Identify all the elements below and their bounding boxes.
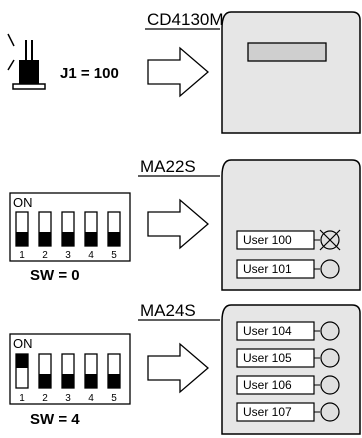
dip-lever-off — [39, 374, 51, 388]
led-icon — [320, 259, 340, 279]
dip-number: 5 — [111, 250, 117, 261]
dip-lever-off — [62, 374, 74, 388]
dip-number: 4 — [88, 250, 94, 261]
switch-setting-label: SW = 0 — [30, 267, 80, 284]
user-row: User 100 — [236, 229, 341, 251]
led-icon — [320, 375, 340, 395]
dip-lever-off — [85, 232, 97, 246]
user-row: User 107 — [236, 402, 340, 422]
user-row: User 106 — [236, 375, 340, 395]
dip-lever-off — [108, 232, 120, 246]
dip-lever-on — [16, 354, 28, 368]
dip-on-label: ON — [13, 195, 33, 210]
display-screen — [247, 42, 327, 62]
dip-switch-ma22s: ON 1 2 3 4 5 — [9, 192, 131, 262]
dip-number: 4 — [88, 393, 94, 404]
user-label: User 107 — [243, 405, 292, 419]
device-name-ma24s: MA24S — [140, 301, 196, 320]
user-label: User 100 — [243, 233, 292, 247]
dip-number: 2 — [42, 393, 48, 404]
user-label: User 106 — [243, 378, 292, 392]
dip-on-label: ON — [13, 336, 33, 351]
device-box-ma22s — [221, 159, 361, 291]
dip-number: 1 — [19, 250, 25, 261]
device-ma24s: MA24S ON 1 2 3 4 5 SW = 4 User 104 User … — [9, 301, 361, 435]
dip-number: 2 — [42, 250, 48, 261]
device-box-cd4130ma — [221, 11, 361, 134]
arrow-right-icon — [147, 198, 209, 250]
dip-switch-ma24s: ON 1 2 3 4 5 — [9, 333, 131, 405]
user-label: User 101 — [243, 262, 292, 276]
dip-lever-off — [85, 374, 97, 388]
jumper-icon — [7, 33, 46, 90]
led-icon — [320, 348, 340, 368]
switch-setting-label: SW = 4 — [30, 411, 80, 428]
led-icon — [320, 321, 340, 341]
user-label: User 105 — [243, 351, 292, 365]
user-row: User 101 — [236, 259, 340, 279]
arrow-right-icon — [147, 342, 209, 394]
device-ma22s: MA22S ON 1 2 3 4 5 SW = 0 User 100 — [9, 157, 361, 291]
dip-lever-off — [108, 374, 120, 388]
user-label: User 104 — [243, 324, 292, 338]
jumper-setting-label: J1 = 100 — [60, 65, 119, 82]
dip-number: 3 — [65, 250, 71, 261]
dip-lever-off — [39, 232, 51, 246]
device-cd4130ma: CD4130MA J1 = 100 — [7, 10, 361, 134]
device-name-cd4130ma: CD4130MA — [147, 10, 236, 29]
dip-number: 1 — [19, 393, 25, 404]
dip-lever-off — [62, 232, 74, 246]
arrow-right-icon — [147, 46, 209, 98]
dip-lever-off — [16, 232, 28, 246]
dip-number: 5 — [111, 393, 117, 404]
device-name-ma22s: MA22S — [140, 157, 196, 176]
user-row: User 105 — [236, 348, 340, 368]
dip-number: 3 — [65, 393, 71, 404]
user-row: User 104 — [236, 321, 340, 341]
led-icon — [320, 402, 340, 422]
